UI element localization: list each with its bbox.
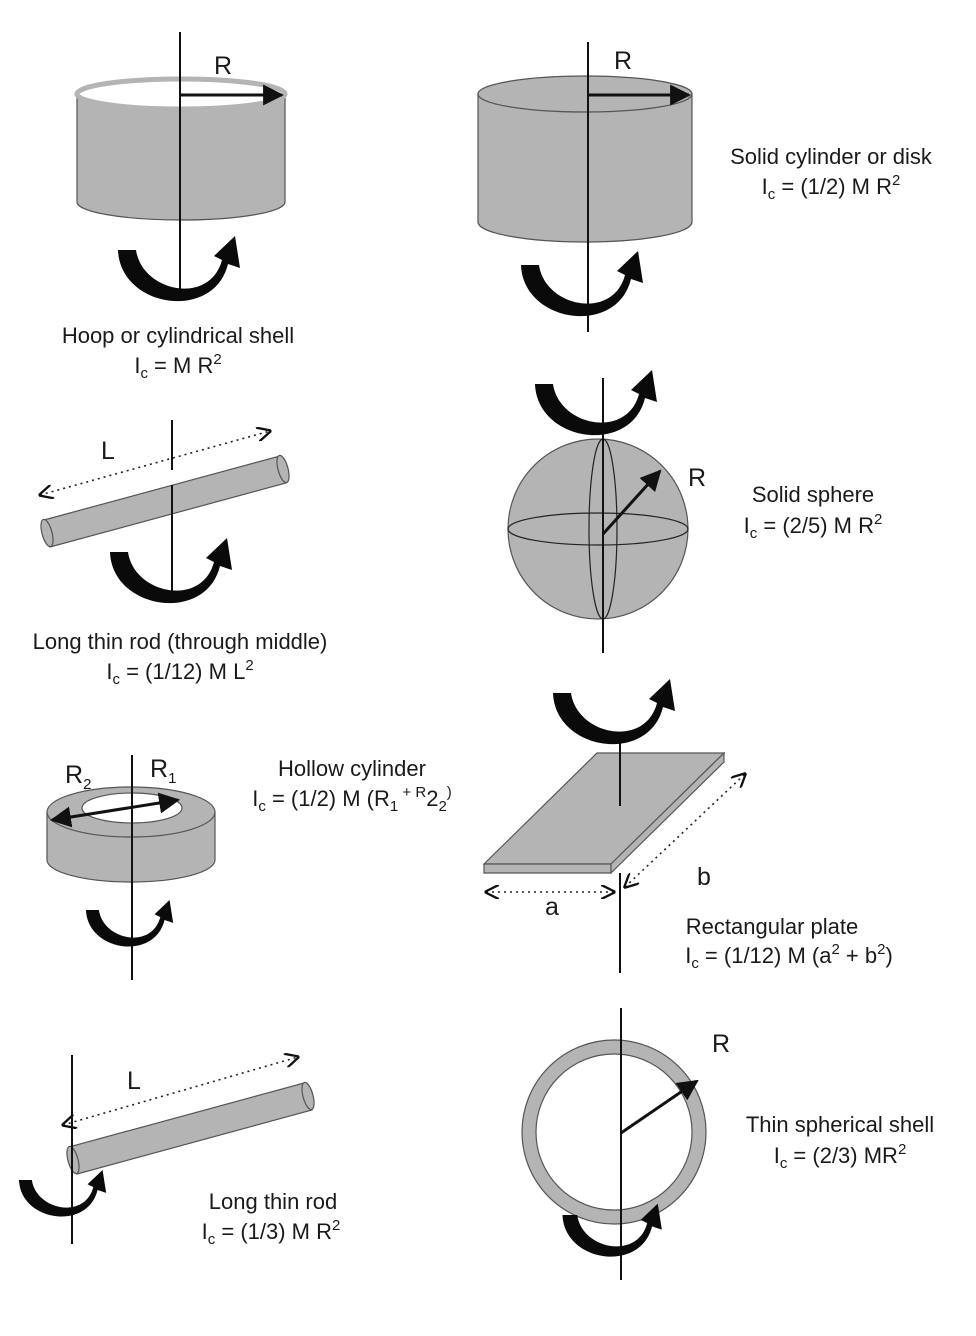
plate-front-edge [483,863,612,874]
rod-middle-end-right [276,454,290,484]
solid-cylinder-name: Solid cylinder or disk [730,144,933,169]
solid-cylinder-top [477,75,693,113]
plate-top [482,752,726,865]
spherical-shell-name: Thin spherical shell [746,1112,934,1137]
plate-b-label: b [697,863,711,891]
rod-middle-end-left [40,518,54,548]
solid-sphere-radius-label: R [688,464,706,492]
solid-sphere-equator [507,512,689,546]
solid-sphere-name: Solid sphere [752,482,874,507]
plate-rotation-arrow [553,679,675,745]
spherical-shell-inner-edge [535,1053,693,1211]
plate-name: Rectangular plate [686,914,858,939]
solid-cylinder-radius-label: R [614,47,632,75]
spherical-shell-figure: R Thin spherical shell Ic = (2/3) MR2 [521,1008,934,1280]
hollow-cylinder-r2-label: R2 [65,761,91,793]
solid-cylinder-formula: Ic = (1/2) M R2 [762,172,901,203]
hollow-cylinder-rotation-arrow [86,900,174,947]
hollow-cylinder-name: Hollow cylinder [278,756,426,781]
hoop-radius-label: R [214,52,232,80]
spherical-shell-radius-label: R [712,1030,730,1058]
hoop-name: Hoop or cylindrical shell [62,323,294,348]
rod-end-body [68,1082,313,1175]
rod-middle-length-label: L [101,437,115,465]
rod-end-formula: Ic = (1/3) M R2 [202,1217,341,1248]
rod-middle-body [43,455,287,548]
solid-sphere-rotation-arrow [535,370,657,436]
solid-cylinder-body [477,93,693,243]
plate-a-label: a [545,893,559,921]
solid-cylinder-rotation-arrow [521,251,643,317]
hollow-cylinder-formula: Ic = (1/2) M (R1 + R22) [252,784,452,815]
hollow-cylinder-figure: R2 R1 Hollow cylinder Ic = (1/2) M (R1 +… [46,755,452,980]
rod-end-length-label: L [127,1067,141,1095]
solid-sphere-body [507,438,689,620]
spherical-shell-formula: Ic = (2/3) MR2 [774,1141,907,1172]
plate-figure: a b Rectangular plate Ic = (1/12) M (a2 … [482,679,893,973]
solid-cylinder-figure: R Solid cylinder or disk Ic = (1/2) M R2 [477,42,933,332]
rod-end-name: Long thin rod [209,1189,337,1214]
hollow-cylinder-radius-arrow [49,792,181,828]
solid-sphere-formula: Ic = (2/5) M R2 [744,511,883,542]
hoop-formula: Ic = M R2 [134,351,221,382]
rod-middle-figure: L Long thin rod (through middle) Ic = (1… [33,420,328,688]
hoop-figure: R Hoop or cylindrical shell Ic = M R2 [62,32,294,382]
spherical-shell-radius-arrow [620,1079,699,1135]
rod-middle-name: Long thin rod (through middle) [33,629,328,654]
rod-end-rotation-arrow [19,1170,107,1217]
solid-sphere-figure: R Solid sphere Ic = (2/5) M R2 [507,370,883,653]
spherical-shell-outer-edge [521,1039,707,1225]
hollow-cylinder-r1-label: R1 [150,755,176,787]
rod-end-figure: L Long thin rod Ic = (1/3) M R2 [19,1055,340,1248]
rod-middle-formula: Ic = (1/12) M L2 [106,657,253,688]
solid-sphere-radius-arrow [601,469,662,536]
plate-formula: Ic = (1/12) M (a2 + b2) [685,941,893,972]
rod-middle-length-arrow [40,431,270,495]
spherical-shell-ring [522,1040,706,1224]
rod-end-end-right [301,1081,315,1111]
